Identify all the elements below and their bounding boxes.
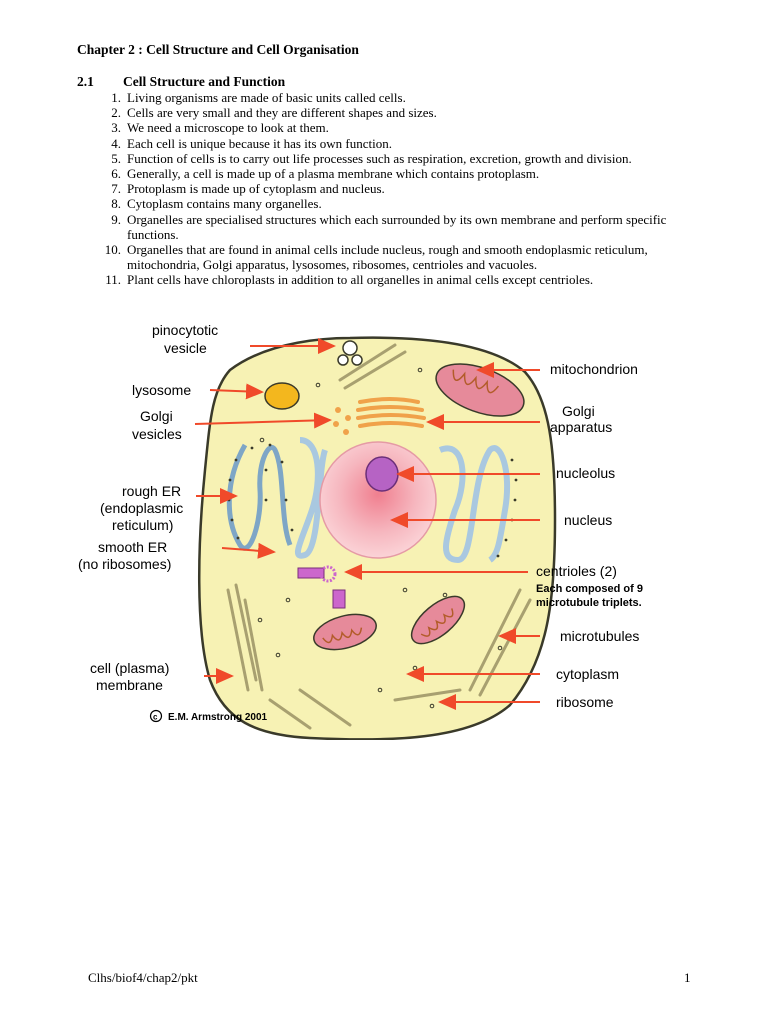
- label-golgi-vesicles-1: Golgi: [140, 408, 173, 424]
- page-number: 1: [684, 970, 691, 985]
- label-smooth-er-2: (no ribosomes): [78, 556, 171, 572]
- list-item: 9.Organelles are specialised structures …: [111, 211, 667, 242]
- cell-diagram-svg: pinocytotic vesicle lysosome Golgi vesic…: [78, 322, 643, 741]
- list-item: 6.Generally, a cell is made up of a plas…: [111, 166, 540, 182]
- label-centrioles-note-2: microtubule triplets.: [536, 597, 642, 609]
- list-item: 2.Cells are very small and they are diff…: [111, 105, 437, 121]
- label-golgi-apparatus-2: apparatus: [550, 419, 612, 435]
- nucleolus: [365, 456, 399, 492]
- label-cell-membrane-2: membrane: [96, 677, 163, 693]
- section-number: 2.1: [77, 74, 94, 89]
- label-rough-er-3: reticulum): [112, 517, 173, 533]
- list-item: 5.Function of cells is to carry out life…: [111, 150, 632, 166]
- label-rough-er-1: rough ER: [122, 483, 181, 499]
- mitochondrion-lower-left: [313, 613, 377, 651]
- list-item: 7.Protoplasm is made up of cytoplasm and…: [111, 181, 385, 197]
- label-golgi-apparatus-1: Golgi: [562, 403, 595, 419]
- copyright-icon: [149, 709, 163, 723]
- label-credit: E.M. Armstrong 2001: [168, 712, 268, 723]
- animal-cell-diagram: pinocytotic vesicle lysosome Golgi vesic…: [0, 300, 768, 741]
- ribosome-dots-left: [227, 443, 294, 540]
- pinocytotic-vesicle: [337, 340, 363, 366]
- label-pinocytotic: pinocytotic: [152, 322, 218, 338]
- label-nucleolus: nucleolus: [556, 465, 615, 481]
- list-item: 4.Each cell is unique because it has its…: [111, 135, 392, 151]
- label-lysosome: lysosome: [132, 382, 191, 398]
- copyright-credit: c E.M. Armstrong 2001: [149, 709, 268, 723]
- label-cell-membrane-1: cell (plasma): [90, 660, 169, 676]
- golgi-apparatus: [356, 397, 426, 428]
- section-title: Cell Structure and Function: [123, 74, 286, 89]
- microtubules: [226, 343, 532, 730]
- rough-er-left: [226, 443, 293, 551]
- footer-code: Clhs/biof4/chap2/pkt: [88, 970, 198, 985]
- er-right: [438, 445, 511, 564]
- chapter-title: Chapter 2 : Cell Structure and Cell Orga…: [77, 42, 359, 57]
- label-microtubules: microtubules: [560, 628, 639, 644]
- list-item: 1.Living organisms are made of basic uni…: [111, 90, 406, 105]
- label-vesicle: vesicle: [164, 340, 207, 356]
- label-cytoplasm: cytoplasm: [556, 666, 619, 682]
- list-item: 3.We need a microscope to look at them.: [111, 120, 329, 136]
- item-list: 1.Living organisms are made of basic uni…: [77, 90, 717, 288]
- label-nucleus: nucleus: [564, 512, 612, 528]
- svg-text:c: c: [153, 713, 158, 722]
- lysosome: [264, 382, 300, 410]
- label-arrows: [194, 338, 540, 710]
- label-golgi-vesicles-2: vesicles: [132, 426, 182, 442]
- smooth-er: [294, 437, 328, 559]
- centrioles: [297, 565, 346, 609]
- label-mitochondrion: mitochondrion: [550, 361, 638, 377]
- mitochondrion-lower-right: [410, 595, 466, 645]
- label-centrioles-note-1: Each composed of 9: [536, 583, 643, 595]
- label-smooth-er-1: smooth ER: [98, 539, 167, 555]
- label-rough-er-2: (endoplasmic: [100, 500, 183, 516]
- golgi-vesicles: [333, 407, 351, 435]
- list-item: 10.Organelles that are found in animal c…: [104, 242, 648, 273]
- label-ribosome: ribosome: [556, 694, 614, 710]
- list-item: 8.Cytoplasm contains many organelles.: [111, 196, 322, 212]
- list-item: 11.Plant cells have chloroplasts in addi…: [105, 272, 594, 288]
- label-centrioles: centrioles (2): [536, 563, 617, 579]
- section-heading: 2.1 Cell Structure and Function: [77, 74, 285, 90]
